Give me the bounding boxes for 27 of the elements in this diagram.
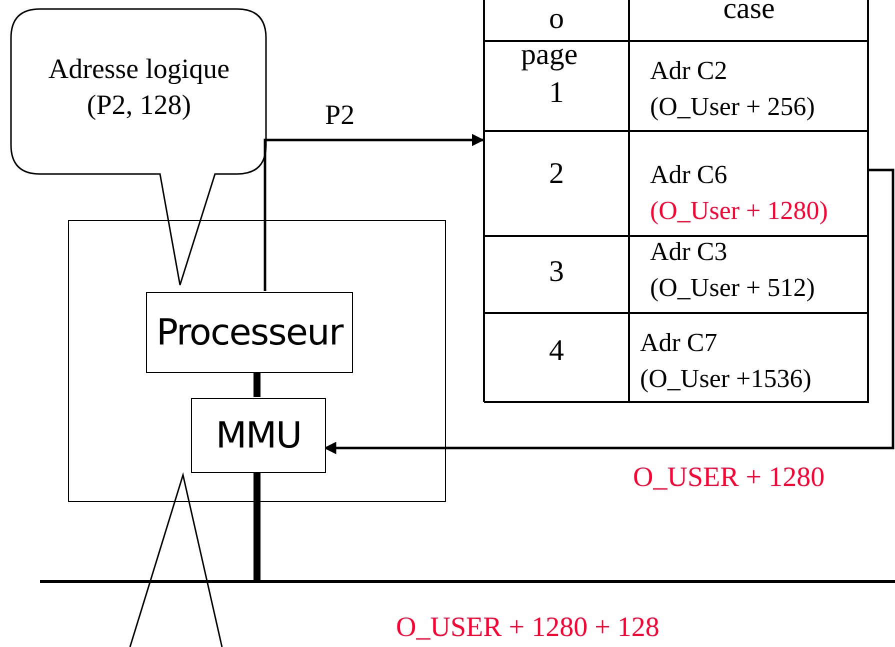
connector-line <box>254 372 260 397</box>
arrow <box>264 134 484 291</box>
component-label: MMU <box>214 414 302 456</box>
component-box <box>146 292 353 373</box>
cell-text: 4 <box>548 334 565 368</box>
cell-text: (O_User + 1280) <box>650 196 828 226</box>
connector-line <box>254 472 260 580</box>
cell-text: Adr C7 <box>640 328 718 358</box>
component-label: Processeur <box>155 312 345 354</box>
cell-text: case <box>722 0 776 26</box>
memory-bus-line <box>40 580 895 583</box>
device-frame <box>68 220 446 502</box>
text-label: O_USER + 1280 + 128 <box>396 612 660 644</box>
cell-text: Adr C2 <box>650 56 728 86</box>
cell-text: 3 <box>548 255 565 290</box>
text-label: page <box>521 38 578 72</box>
cell-text: (O_User + 512) <box>650 273 815 303</box>
cell-text: (O_User +1536) <box>640 364 812 394</box>
cell-text: Adr C3 <box>650 237 728 267</box>
cell-text: Adr C6 <box>650 160 728 190</box>
cell-text: 2 <box>548 157 565 192</box>
device-frame <box>483 0 868 402</box>
cell-text: 1 <box>548 76 565 110</box>
cell-text: (O_User + 256) <box>650 92 815 122</box>
cell-text: o <box>548 2 565 36</box>
component-box <box>191 398 326 473</box>
callout-text: Adresse logique (P2, 128) <box>47 53 231 124</box>
